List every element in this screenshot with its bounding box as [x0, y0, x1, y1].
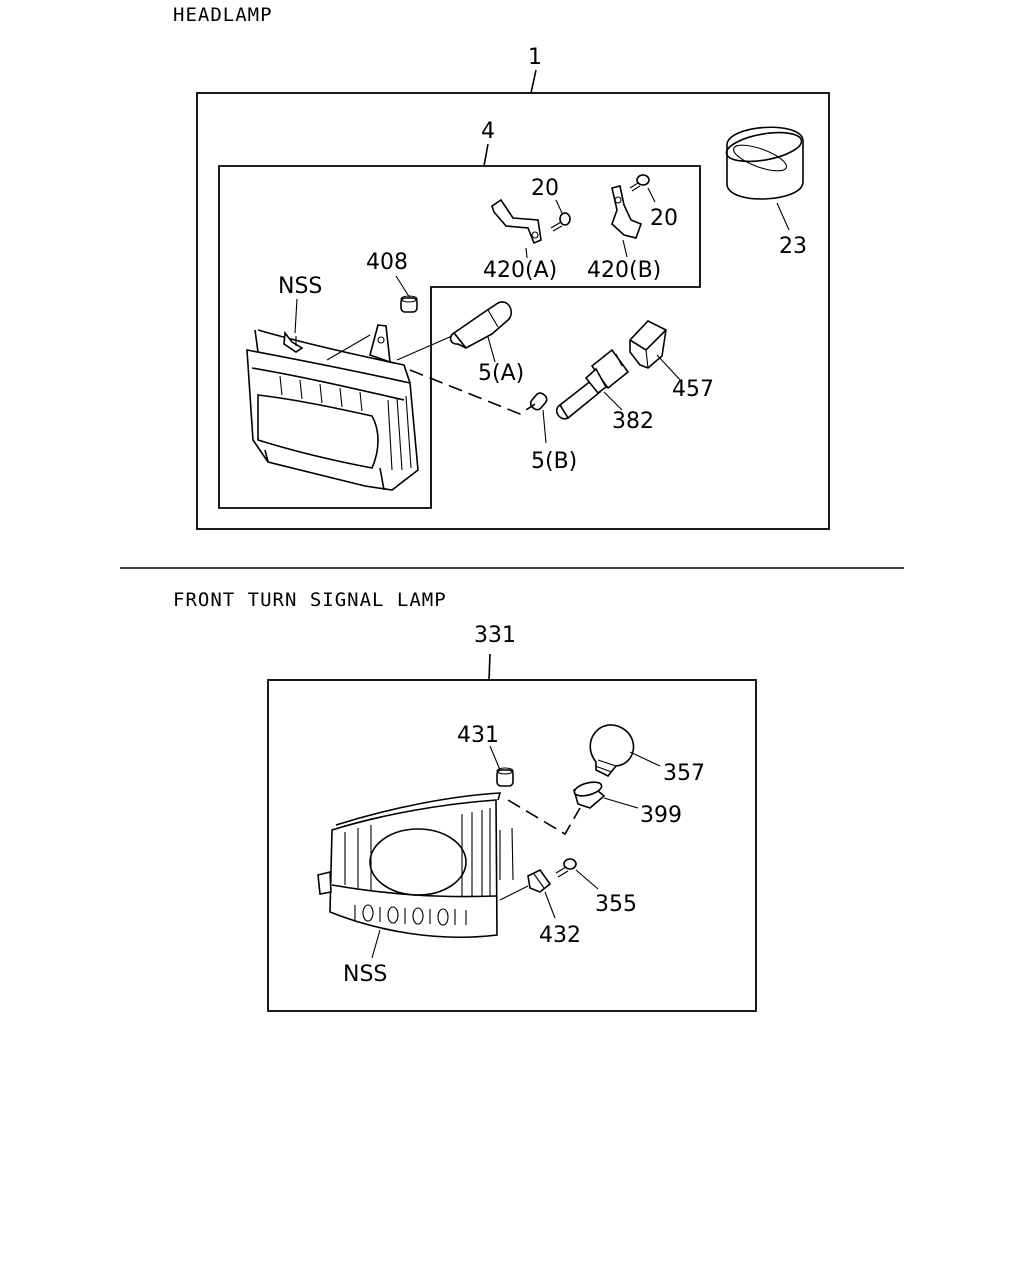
turn-signal-bulb-357	[589, 724, 635, 778]
callout-432: 432	[539, 923, 581, 948]
callout-20a: 20	[531, 176, 559, 201]
grommet-408	[400, 295, 418, 313]
callout-4: 4	[481, 119, 495, 144]
leader-nss-turn-signal	[371, 929, 381, 959]
leader-1	[530, 69, 537, 94]
leader-420b	[622, 239, 628, 258]
bracket-420b	[611, 185, 643, 239]
leader-432	[544, 891, 556, 919]
callout-5b: 5(B)	[531, 449, 577, 474]
callout-457: 457	[672, 377, 714, 402]
callout-382: 382	[612, 409, 654, 434]
callout-357: 357	[663, 761, 705, 786]
leader-nss-headlamp	[294, 298, 298, 334]
grommet-431	[496, 767, 514, 787]
headlamp-bulb-5a	[449, 301, 513, 350]
leader-382	[603, 391, 623, 411]
headlamp-assembly-box	[196, 92, 830, 530]
headlamp-subassembly-box	[218, 165, 701, 509]
connector-457	[629, 320, 667, 369]
clip-432	[527, 868, 552, 893]
callout-420a: 420(A)	[483, 258, 557, 283]
callout-nss-headlamp: NSS	[278, 274, 322, 299]
turn-signal-assembly-box	[267, 679, 757, 1012]
dashed-line-5b	[409, 369, 536, 415]
callout-1: 1	[528, 45, 542, 70]
callout-431: 431	[457, 723, 499, 748]
leader-5b	[542, 409, 547, 444]
leader-23	[776, 202, 790, 231]
turn-signal-section-title: FRONT TURN SIGNAL LAMP	[173, 589, 447, 611]
callout-355: 355	[595, 892, 637, 917]
callout-20b: 20	[650, 206, 678, 231]
leader-355	[575, 869, 599, 890]
callout-399: 399	[640, 803, 682, 828]
leader-20b	[647, 187, 656, 203]
callout-5a: 5(A)	[478, 361, 524, 386]
leader-4	[483, 143, 489, 167]
callout-nss-turn-signal: NSS	[343, 962, 387, 987]
screw-355	[555, 858, 577, 878]
screw-20a	[550, 212, 571, 232]
callout-420b: 420(B)	[587, 258, 661, 283]
leader-457	[656, 354, 683, 383]
callout-408: 408	[366, 250, 408, 275]
leader-20a	[555, 199, 563, 214]
screw-20b	[629, 174, 650, 192]
leader-331	[488, 653, 491, 681]
callout-23: 23	[779, 234, 807, 259]
retaining-ring-23	[725, 126, 804, 200]
dashed-line-399	[507, 799, 581, 836]
leader-bulb-5a-to-housing	[396, 335, 453, 361]
leader-357	[629, 751, 661, 767]
socket-399	[573, 781, 606, 809]
socket-382	[555, 348, 630, 420]
leader-408	[395, 275, 411, 299]
leader-399	[603, 797, 639, 809]
leader-431	[489, 745, 501, 771]
headlamp-section-title: HEADLAMP	[173, 4, 273, 26]
bracket-420a	[491, 198, 542, 245]
callout-331: 331	[474, 623, 516, 648]
leader-420a	[525, 247, 528, 259]
position-bulb-5b	[529, 392, 548, 411]
headlamp-housing	[246, 324, 419, 491]
leader-clip-to-housing	[499, 885, 529, 901]
turn-signal-housing	[317, 792, 514, 939]
leader-5a	[487, 336, 496, 363]
